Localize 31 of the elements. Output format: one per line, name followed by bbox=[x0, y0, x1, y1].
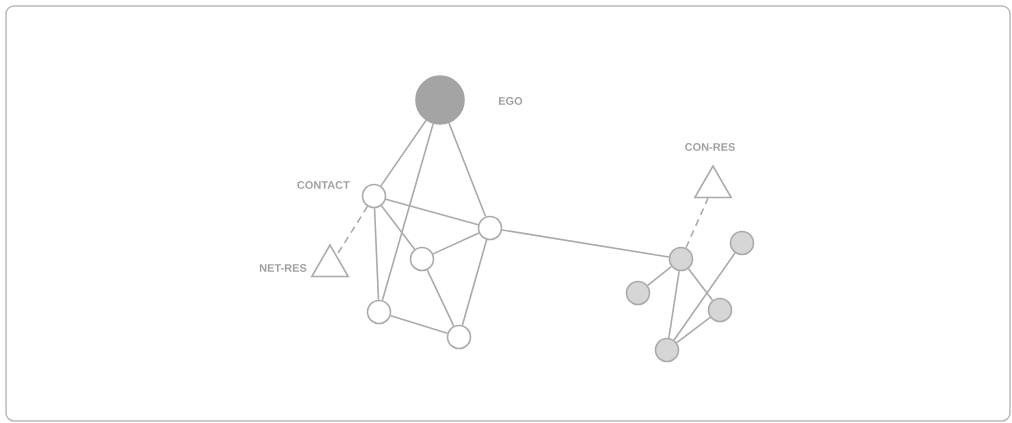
connector-line bbox=[380, 119, 427, 187]
connector-line bbox=[687, 267, 714, 302]
node-label: EGO bbox=[498, 97, 523, 105]
node-circle bbox=[625, 280, 651, 306]
connector-line bbox=[426, 269, 455, 327]
node-label: CON-RES bbox=[685, 143, 735, 151]
connector-line bbox=[385, 198, 479, 226]
node-circle bbox=[729, 230, 755, 256]
connector-line bbox=[432, 232, 480, 255]
node-circle bbox=[707, 297, 733, 323]
node-circle bbox=[477, 215, 503, 241]
connector-line bbox=[373, 207, 380, 301]
connector-line bbox=[448, 122, 487, 218]
connector-line bbox=[673, 252, 736, 341]
node-label: CONTACT bbox=[297, 181, 350, 189]
node-circle bbox=[668, 246, 694, 272]
connector-line bbox=[389, 314, 449, 335]
node-circle bbox=[409, 246, 435, 272]
connector-line bbox=[685, 197, 709, 249]
connector-line bbox=[501, 229, 670, 258]
connector-line bbox=[381, 123, 434, 301]
node-label: NET-RES bbox=[259, 264, 307, 272]
connector-line bbox=[380, 205, 416, 250]
node-circle bbox=[366, 299, 392, 325]
connector-line bbox=[646, 265, 673, 287]
connector-line bbox=[461, 239, 488, 326]
node-circle bbox=[654, 337, 680, 363]
connector-line bbox=[668, 270, 680, 339]
connector-line bbox=[336, 205, 369, 256]
node-circle bbox=[446, 324, 472, 350]
connector-line bbox=[676, 316, 711, 344]
